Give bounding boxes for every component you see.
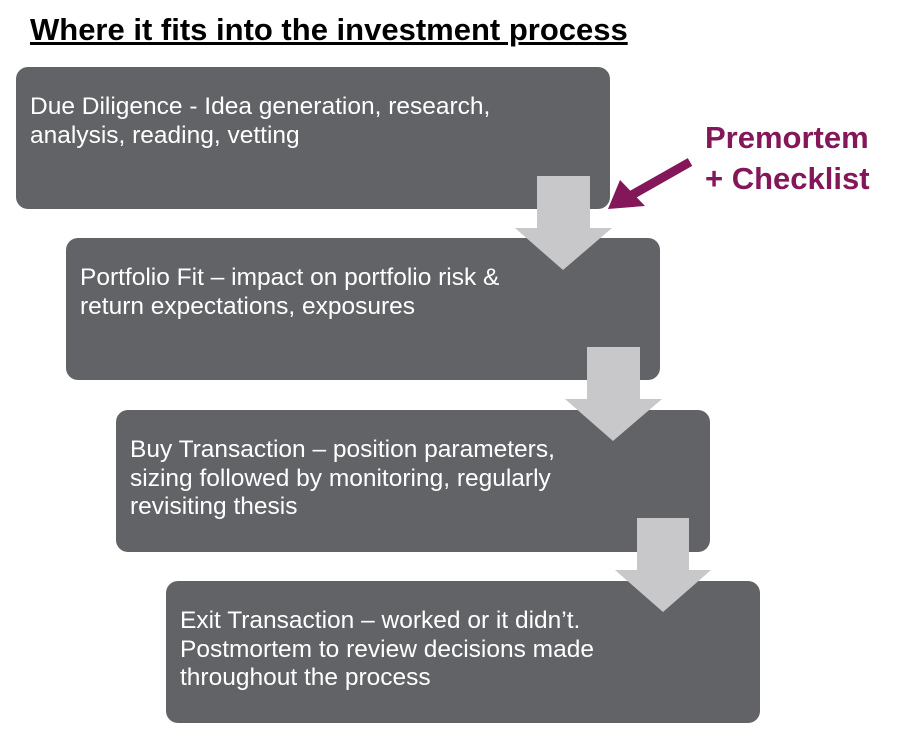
down-arrow-icon xyxy=(565,347,662,441)
step-text: Due Diligence - Idea generation, researc… xyxy=(30,93,491,149)
premortem-checklist-note: Premortem + Checklist xyxy=(705,117,870,199)
down-arrow-icon xyxy=(615,518,711,612)
step-exit-transaction: Exit Transaction – worked or it didn’t. … xyxy=(166,581,760,723)
down-arrow-icon xyxy=(515,176,612,270)
note-line-2: + Checklist xyxy=(705,161,870,196)
step-text: Portfolio Fit – impact on portfolio risk… xyxy=(80,264,500,320)
slide-title: Where it fits into the investment proces… xyxy=(30,12,628,47)
pointer-arrow-icon xyxy=(608,158,693,209)
step-portfolio-fit: Portfolio Fit – impact on portfolio risk… xyxy=(66,238,660,380)
step-text: Exit Transaction – worked or it didn’t. … xyxy=(180,607,594,691)
step-due-diligence: Due Diligence - Idea generation, researc… xyxy=(16,67,610,209)
step-text: Buy Transaction – position parameters, s… xyxy=(130,436,555,520)
note-line-1: Premortem xyxy=(705,120,869,155)
